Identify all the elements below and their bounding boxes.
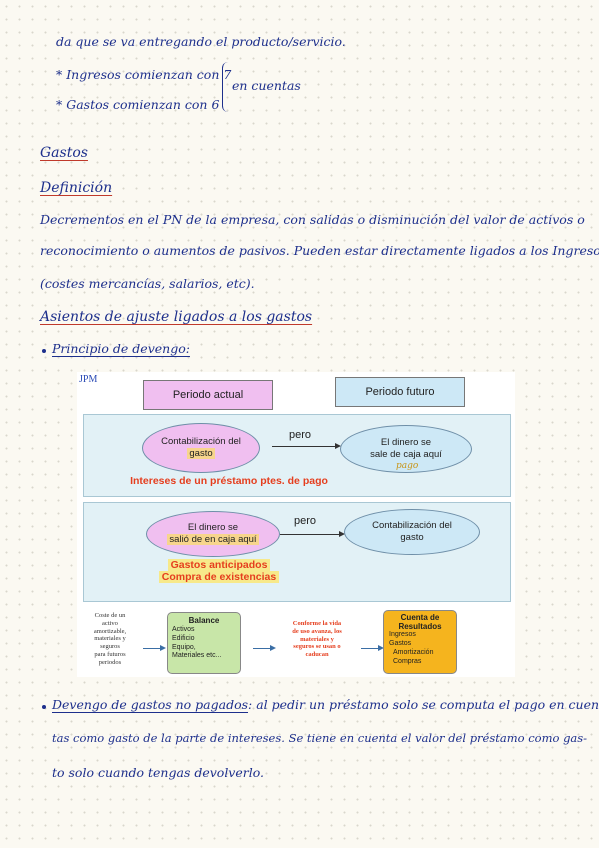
caption-intereses: Intereses de un préstamo ptes. de pago	[130, 475, 328, 487]
arrow-line-2	[280, 534, 340, 535]
heading-definicion: Definición	[40, 180, 113, 196]
ellipse-text-5: El dinero se	[187, 522, 239, 534]
definition-line-2: reconocimiento o aumentos de pasivos. Pu…	[40, 243, 599, 258]
conforme-line: seguros se usan o	[293, 643, 341, 651]
cuenta-item: Ingresos	[389, 631, 416, 639]
ellipse-text-7: Contabilización del	[372, 520, 452, 532]
ellipse-text-1: Contabilización del	[161, 436, 241, 448]
note-gastos-rule: * Gastos comienzan con 6	[56, 97, 220, 112]
caption-compra-existencias: Compra de existencias	[158, 571, 280, 583]
note-line-1: da que se va entregando el producto/serv…	[56, 34, 346, 49]
conforme-line: materiales y	[300, 635, 334, 643]
cuenta-item: Gastos	[389, 640, 412, 648]
arrow-head-2	[339, 531, 345, 537]
heading-asientos: Asientos de ajuste ligados a los gastos	[40, 309, 313, 325]
caption-gastos-anticipados: Gastos anticipados Compra de existencias	[124, 559, 314, 583]
coste-line: amortizable,	[93, 627, 127, 635]
panel-row-1: Contabilización del gasto pero El dinero…	[83, 414, 511, 497]
ellipse-text-2: gasto	[187, 448, 215, 459]
box-cuenta-resultados: Cuenta de Resultados Ingresos Gastos Amo…	[383, 610, 457, 674]
bullet-dot	[42, 349, 46, 353]
definition-line-3: (costes mercancías, salarios, etc).	[40, 276, 255, 291]
box-balance: Balance Activos Edificio Equipo, Materia…	[167, 612, 241, 674]
arrow-line-3	[143, 648, 161, 649]
coste-line: seguros	[100, 643, 120, 651]
bullet-principio-devengo: Principio de devengo:	[52, 341, 190, 356]
label-pero-2: pero	[294, 515, 317, 527]
header-periodo-futuro: Periodo futuro	[335, 377, 465, 407]
balance-item: Equipo,	[172, 643, 196, 651]
panel-row-2: El dinero se salió de en caja aquí pero …	[83, 502, 511, 602]
ellipse-text-3: El dinero se	[380, 437, 432, 449]
text-conforme: Conforme la vida de uso avanza, los mate…	[275, 620, 359, 659]
brace-mark	[222, 62, 233, 112]
devengo-line-1-rest: : al pedir un préstamo solo se computa e…	[248, 697, 599, 712]
cuenta-title-2: Resultados	[398, 622, 442, 632]
cuenta-item: Amortización	[393, 648, 434, 656]
note-ingresos: * Ingresos comienzan con 7	[56, 67, 232, 82]
arrow-head-1	[335, 443, 341, 449]
ellipse-dinero-salio: El dinero se salió de en caja aquí	[146, 511, 280, 557]
arrow-head-5	[378, 645, 384, 651]
arrow-head-3	[160, 645, 166, 651]
ellipse-text-8: gasto	[400, 532, 424, 543]
coste-line: para futuros	[94, 650, 126, 658]
heading-gastos: Gastos	[40, 145, 88, 161]
conforme-line: Conforme la vida	[292, 620, 342, 627]
cuenta-title-1: Cuenta de	[400, 613, 440, 622]
handwritten-pago: pago	[396, 461, 419, 471]
balance-title: Balance	[188, 616, 220, 625]
conforme-line: de uso avanza, los	[292, 627, 342, 635]
ellipse-text-6: salió de en caja aquí	[167, 534, 259, 545]
ellipse-text-4: sale de caja aquí	[370, 449, 442, 460]
devengo-line-3: to solo cuando tengas devolverlo.	[52, 765, 265, 780]
arrow-line-5	[361, 648, 379, 649]
coste-line: materiales y	[94, 635, 126, 643]
ellipse-dinero-sale: El dinero se sale de caja aquí	[340, 425, 472, 473]
coste-line: activo	[102, 619, 118, 627]
arrow-line-4	[253, 648, 271, 649]
diagram-slide: JPM Periodo actual Periodo futuro Contab…	[77, 372, 515, 677]
coste-line: periodos	[98, 658, 122, 666]
devengo-line-2: tas como gasto de la parte de intereses.…	[52, 731, 588, 745]
arrow-head-4	[270, 645, 276, 651]
bullet-dot-2	[42, 705, 46, 709]
conforme-line: caducan	[305, 651, 329, 659]
balance-item: Materiales etc...	[172, 652, 222, 660]
note-brace-label: en cuentas	[232, 78, 301, 93]
devengo-line-1: Devengo de gastos no pagados: al pedir u…	[52, 697, 599, 712]
text-coste-activo: Coste de un activo amortizable, material…	[81, 612, 139, 667]
ellipse-contabilizacion-futuro: Contabilización del gasto	[344, 509, 480, 555]
header-periodo-actual: Periodo actual	[143, 380, 273, 410]
ellipse-contabilizacion: Contabilización del gasto	[142, 423, 260, 473]
arrow-line-1	[272, 446, 336, 447]
caption-gastos-anticipados-text: Gastos anticipados	[167, 559, 271, 571]
devengo-term: Devengo de gastos no pagados	[52, 697, 249, 712]
balance-item: Edificio	[172, 634, 195, 642]
cuenta-item: Compras	[393, 657, 422, 665]
balance-item: Activos	[172, 626, 195, 633]
label-pero-1: pero	[289, 429, 312, 441]
jpm-logo: JPM	[79, 374, 98, 385]
coste-line: Coste de un	[94, 612, 126, 619]
definition-line-1: Decrementos en el PN de la empresa, con …	[40, 212, 585, 227]
